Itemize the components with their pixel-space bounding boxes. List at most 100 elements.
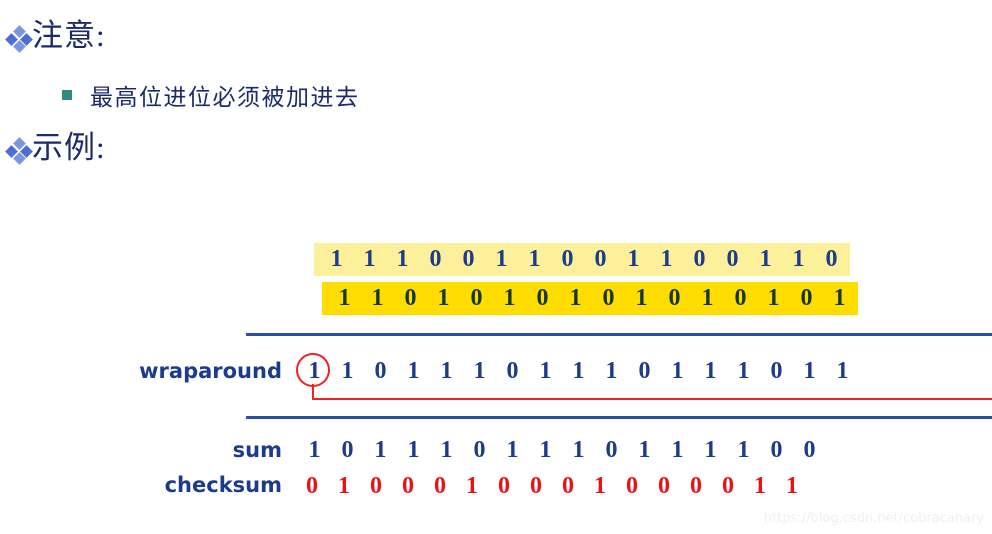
binary-digit: 1 [330,246,343,272]
binary-digit: 0 [561,246,574,272]
binary-digit: 0 [626,473,638,499]
binary-digit: 1 [786,473,798,499]
binary-digit: 1 [437,285,450,311]
binary-digit: 1 [671,437,684,463]
binary-digit: 0 [668,285,681,311]
binary-digit: 1 [341,358,354,384]
binary-digit: 1 [466,473,478,499]
binary-digit: 0 [374,358,387,384]
binary-digit: 0 [726,246,739,272]
binary-digit: 1 [338,285,351,311]
binary-digit: 1 [528,246,541,272]
binary-digit: 1 [308,437,321,463]
binary-digit: 0 [594,246,607,272]
binary-digit: 1 [594,473,606,499]
binary-digit: 1 [506,437,519,463]
binary-digit: 1 [371,285,384,311]
binary-digit: 0 [429,246,442,272]
binary-digit: 0 [562,473,574,499]
binary-digit: 0 [658,473,670,499]
binary-digit: 1 [338,473,350,499]
bullet-label-carry-rule: 最高位进位必须被加进去 [90,85,360,110]
separator-rule-top [246,333,992,336]
binary-digit: 1 [374,437,387,463]
binary-digit: 1 [704,358,717,384]
binary-digit: 0 [370,473,382,499]
binary-digit: 0 [404,285,417,311]
row-label-wraparound: wraparound [139,359,282,383]
binary-digit: 1 [572,437,585,463]
binary-digit: 0 [498,473,510,499]
binary-digit: 0 [341,437,354,463]
binary-digit: 0 [638,358,651,384]
diamond-bullet-icon [5,137,33,165]
binary-digit: 0 [473,437,486,463]
binary-digit: 0 [462,246,475,272]
separator-rule-bottom [246,416,992,419]
square-bullet-icon [62,90,72,100]
diamond-bullet-icon [5,25,33,53]
binary-digit: 1 [396,246,409,272]
binary-digit: 1 [759,246,772,272]
binary-digit: 0 [803,437,816,463]
binary-digit: 0 [770,358,783,384]
binary-digit: 1 [407,358,420,384]
bullet-label-note: 注意: [32,18,106,53]
binary-digit: 1 [737,358,750,384]
binary-digit: 1 [473,358,486,384]
binary-digit: 0 [530,473,542,499]
binary-digit: 1 [572,358,585,384]
carry-bit-circle-annotation [296,353,330,387]
binary-digit: 0 [506,358,519,384]
binary-digit: 1 [539,437,552,463]
binary-digit: 1 [671,358,684,384]
binary-digit: 0 [536,285,549,311]
binary-digit: 0 [722,473,734,499]
binary-digit: 0 [434,473,446,499]
binary-digit: 1 [737,437,750,463]
row-label-checksum: checksum [164,473,282,497]
binary-digit: 1 [833,285,846,311]
bullet-item-example: 示例: [5,122,106,167]
row-label-sum: sum [232,438,282,462]
binary-digit: 1 [635,285,648,311]
binary-digit: 1 [627,246,640,272]
binary-digit: 1 [803,358,816,384]
binary-digit: 1 [660,246,673,272]
binary-digit: 1 [792,246,805,272]
binary-digit: 1 [569,285,582,311]
binary-digit: 1 [407,437,420,463]
binary-digit: 1 [754,473,766,499]
binary-digit: 0 [605,437,618,463]
binary-digit: 0 [690,473,702,499]
binary-digit: 1 [701,285,714,311]
binary-digit: 1 [440,358,453,384]
carry-wraparound-connector [312,384,992,402]
binary-digit: 0 [825,246,838,272]
watermark-text: https://blog.csdn.net/cobracanary [763,511,984,526]
binary-digit: 0 [602,285,615,311]
binary-digit: 0 [693,246,706,272]
binary-digit: 1 [503,285,516,311]
binary-digit: 1 [704,437,717,463]
bullet-item-carry-rule: 最高位进位必须被加进去 [62,78,360,112]
binary-digit: 0 [402,473,414,499]
binary-digit: 1 [440,437,453,463]
binary-digit: 0 [306,473,318,499]
binary-digit: 1 [495,246,508,272]
bullet-item-note: 注意: [5,10,106,55]
binary-digit: 1 [539,358,552,384]
binary-digit: 1 [638,437,651,463]
binary-digit: 1 [363,246,376,272]
binary-digit: 1 [836,358,849,384]
bullet-label-example: 示例: [32,130,106,165]
binary-digit: 0 [800,285,813,311]
binary-digit: 0 [734,285,747,311]
binary-digit: 0 [470,285,483,311]
binary-digit: 1 [605,358,618,384]
